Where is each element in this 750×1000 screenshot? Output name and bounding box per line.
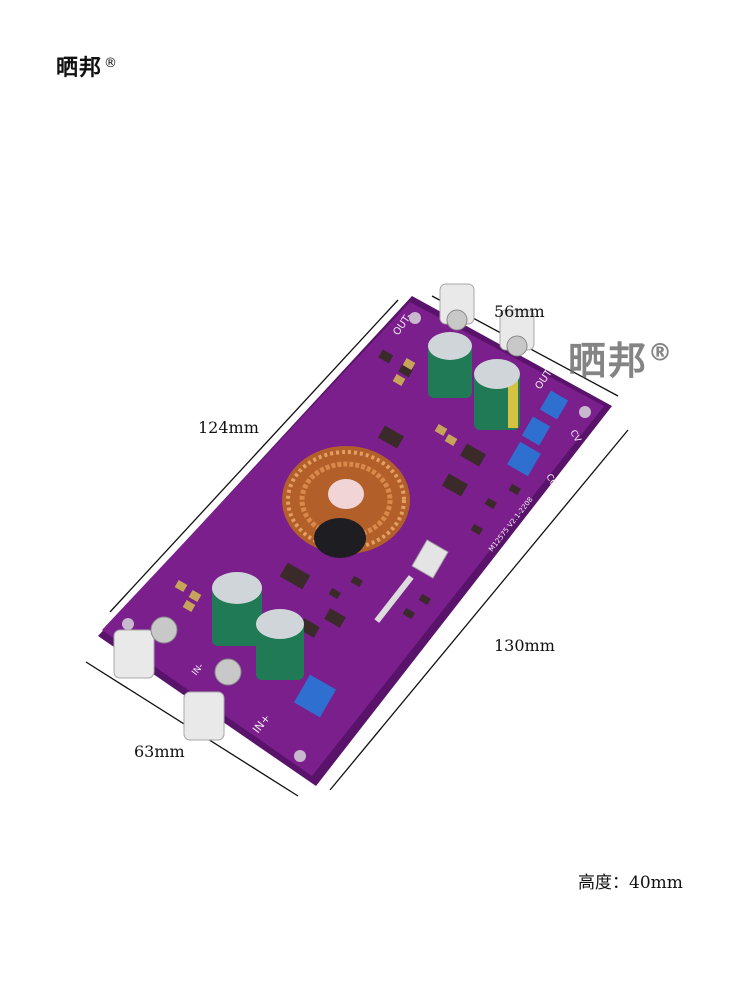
capacitor	[428, 332, 472, 398]
brand-logo-text: 晒邦	[56, 56, 103, 81]
mount-hole	[294, 750, 306, 762]
terminal-lug	[183, 658, 242, 741]
brand-registered-mark: ®	[104, 55, 119, 71]
trimmer-pot	[539, 390, 569, 420]
terminal-lug	[113, 616, 178, 679]
smd-components	[279, 349, 521, 638]
trimmers	[294, 390, 569, 718]
toroid-inductor	[282, 446, 410, 558]
trimmer-pot	[294, 674, 336, 718]
terminal-lug	[439, 283, 475, 331]
mount-hole	[409, 312, 421, 324]
dimension-56mm: 56mm	[494, 302, 545, 321]
watermark: 晒邦®	[568, 330, 674, 385]
capacitor	[212, 572, 262, 646]
pin-header	[374, 575, 414, 623]
mount-hole	[579, 406, 591, 418]
dimension-63mm: 63mm	[134, 742, 185, 761]
terminal-lugs	[113, 283, 535, 741]
trimmer-pot	[521, 416, 551, 446]
capacitor	[256, 609, 304, 680]
dim-line-124	[109, 299, 399, 613]
dimension-130mm: 130mm	[494, 636, 555, 655]
mount-hole	[122, 618, 134, 630]
smd-resistors	[174, 358, 458, 612]
watermark-registered-mark: ®	[648, 338, 675, 367]
height-note: 高度：40mm	[578, 873, 683, 893]
trimmer-pot	[507, 441, 541, 477]
dim-line-130	[329, 429, 629, 791]
watermark-text: 晒邦	[568, 339, 649, 383]
capacitor	[474, 359, 520, 430]
dimension-124mm: 124mm	[198, 418, 259, 437]
brand-logo: 晒邦®	[56, 50, 118, 82]
terminal-lug	[499, 309, 535, 357]
heatsink	[411, 539, 449, 579]
capacitors	[212, 332, 520, 680]
